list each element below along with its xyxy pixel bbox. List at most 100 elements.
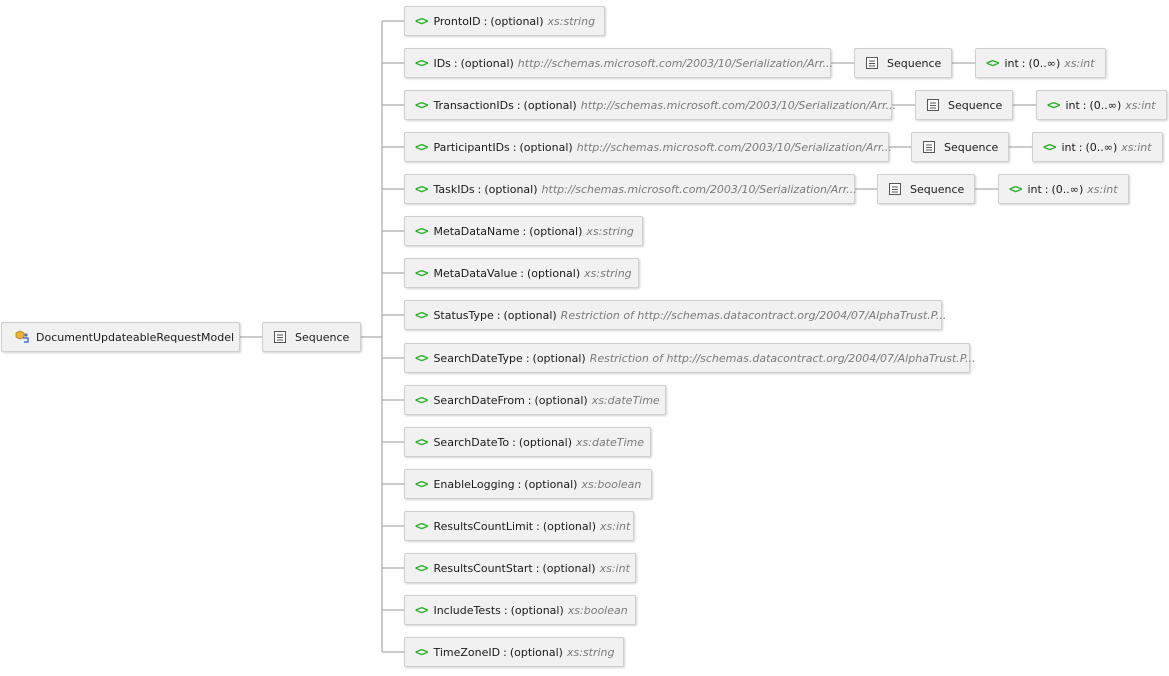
element-name: EnableLogging: [433, 477, 515, 491]
complex-type-icon: [14, 330, 30, 344]
element-cardinality: (optional): [524, 477, 578, 491]
element-node-resultscountstart[interactable]: <>ResultsCountStart:(optional)xs:int: [404, 553, 636, 583]
child-element-cardinality: (0..∞): [1089, 98, 1122, 112]
root-sequence-label: Sequence: [295, 330, 350, 344]
child-element-name: int: [1061, 140, 1076, 154]
element-node-prontoid[interactable]: <>ProntoID:(optional)xs:string: [404, 6, 605, 36]
element-type: Restriction of http://schemas.datacontra…: [589, 351, 976, 365]
element-type: http://schemas.microsoft.com/2003/10/Ser…: [517, 56, 834, 70]
sequence-icon: [922, 140, 936, 154]
child-element-type: xs:int: [1087, 182, 1118, 196]
element-type: Restriction of http://schemas.datacontra…: [560, 308, 947, 322]
element-separator: :: [1021, 56, 1026, 70]
element-cardinality: (optional): [503, 308, 557, 322]
element-separator: :: [525, 351, 530, 365]
element-type: xs:string: [586, 224, 634, 238]
child-element-node-int[interactable]: <>int:(0..∞)xs:int: [1036, 90, 1167, 120]
element-icon: <>: [1047, 98, 1060, 112]
child-element-node-int[interactable]: <>int:(0..∞)xs:int: [975, 48, 1106, 78]
element-type: xs:string: [566, 645, 615, 659]
element-separator: :: [477, 182, 482, 196]
element-cardinality: (optional): [526, 266, 581, 280]
child-element-node-int[interactable]: <> int:(0..∞)xs:int: [1032, 132, 1163, 162]
child-element-type: xs:int: [1064, 56, 1095, 70]
element-node-transactionids[interactable]: <> TransactionIDs:(optional)http://schema…: [404, 90, 896, 120]
element-cardinality: (optional): [534, 393, 588, 407]
element-cardinality: (optional): [490, 14, 544, 28]
element-cardinality: (optional): [519, 140, 573, 154]
element-name: TransactionIDs: [433, 98, 514, 112]
sequence-label: Sequence: [887, 56, 942, 70]
element-icon: <>: [415, 140, 428, 154]
element-type: xs:dateTime: [576, 435, 645, 449]
element-name: IncludeTests: [433, 603, 501, 617]
child-element-cardinality: (0..∞): [1051, 182, 1084, 196]
child-element-cardinality: (0..∞): [1028, 56, 1061, 70]
element-node-participantids[interactable]: <>ParticipantIDs:(optional)http://schema…: [404, 132, 892, 162]
element-name: SearchDateFrom: [433, 393, 525, 407]
root-type-node[interactable]: DocumentUpdateableRequestModel: [1, 322, 240, 352]
child-element-name: int: [1065, 98, 1080, 112]
element-icon: <>: [1009, 182, 1022, 196]
element-type: xs:dateTime: [591, 393, 660, 407]
child-element-cardinality: (0..∞): [1085, 140, 1118, 154]
sequence-node[interactable]: Sequence: [877, 174, 975, 204]
element-node-includetests[interactable]: <>IncludeTests:(optional)xs:boolean: [404, 595, 636, 625]
sequence-node[interactable]: Sequence: [915, 90, 1013, 120]
root-sequence-node[interactable]: Sequence: [262, 322, 361, 352]
element-name: ResultsCountLimit: [433, 519, 534, 533]
root-type-label: DocumentUpdateableRequestModel: [36, 330, 235, 344]
child-element-name: int: [1027, 182, 1042, 196]
element-icon: <>: [1043, 140, 1056, 154]
element-separator: :: [503, 603, 508, 617]
element-cardinality: (optional): [523, 98, 577, 112]
element-type: http://schemas.microsoft.com/2003/10/Ser…: [580, 98, 896, 112]
element-cardinality: (optional): [542, 561, 596, 575]
sequence-label: Sequence: [910, 182, 965, 196]
child-element-node-int[interactable]: <> int:(0..∞)xs:int: [998, 174, 1129, 204]
element-icon: <>: [415, 308, 428, 322]
element-icon: <>: [415, 603, 428, 617]
element-separator: :: [1078, 140, 1083, 154]
element-icon: <>: [415, 435, 428, 449]
element-icon: <>: [415, 266, 428, 280]
element-node-statustype[interactable]: <>StatusType:(optional)Restriction of ht…: [404, 300, 946, 330]
element-separator: :: [516, 98, 521, 112]
element-node-enablelogging[interactable]: <>EnableLogging:(optional)xs:boolean: [404, 469, 652, 499]
element-node-metadataname[interactable]: <>MetaDataName:(optional)xs:string: [404, 216, 643, 246]
child-element-type: xs:int: [1125, 98, 1156, 112]
element-node-searchdatetype[interactable]: <>SearchDateType:(optional)Restriction o…: [404, 343, 975, 373]
element-node-resultscountlimit[interactable]: <>ResultsCountLimit:(optional)xs:int: [404, 511, 634, 541]
element-separator: :: [483, 14, 488, 28]
element-type: http://schemas.microsoft.com/2003/10/Ser…: [541, 182, 857, 196]
element-name: TaskIDs: [433, 182, 475, 196]
element-separator: :: [496, 308, 501, 322]
element-icon: <>: [415, 477, 428, 491]
element-node-metadatavalue[interactable]: <>MetaDataValue:(optional)xs:string: [404, 258, 639, 288]
element-cardinality: (optional): [518, 435, 573, 449]
element-node-searchdatefrom[interactable]: <>SearchDateFrom:(optional)xs:dateTime: [404, 385, 666, 415]
element-node-timezoneid[interactable]: <>TimeZoneID:(optional)xs:string: [404, 637, 624, 667]
element-separator: :: [1044, 182, 1049, 196]
sequence-node[interactable]: Sequence: [911, 132, 1009, 162]
element-type: xs:boolean: [581, 477, 642, 491]
element-name: IDs: [433, 56, 451, 70]
element-icon: <>: [415, 645, 428, 659]
child-element-type: xs:int: [1121, 140, 1152, 154]
element-node-ids[interactable]: <>IDs:(optional)http://schemas.microsoft…: [404, 48, 834, 78]
sequence-icon: [926, 98, 940, 112]
element-type: xs:string: [584, 266, 632, 280]
sequence-node[interactable]: Sequence: [854, 48, 952, 78]
element-icon: <>: [986, 56, 999, 70]
element-type: xs:string: [547, 14, 596, 28]
element-node-taskids[interactable]: <>TaskIDs:(optional)http://schemas.micro…: [404, 174, 857, 204]
element-separator: :: [512, 435, 516, 449]
element-name: TimeZoneID: [433, 645, 501, 659]
element-separator: :: [527, 393, 532, 407]
element-type: http://schemas.microsoft.com/2003/10/Ser…: [576, 140, 892, 154]
element-name: MetaDataName: [433, 224, 520, 238]
element-node-searchdateto[interactable]: <>SearchDateTo:(optional)xs:dateTime: [404, 427, 651, 457]
element-type: xs:boolean: [567, 603, 628, 617]
element-icon: <>: [415, 98, 428, 112]
